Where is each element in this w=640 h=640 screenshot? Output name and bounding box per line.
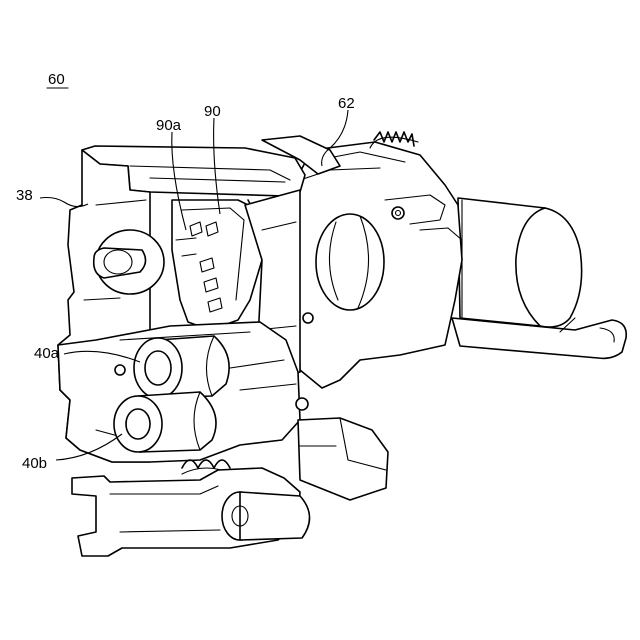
base-plate [72, 468, 310, 556]
label-38: 38 [16, 187, 33, 204]
label-assembly-60: 60 [48, 71, 65, 88]
label-40a: 40a [34, 345, 60, 362]
motor-unit [452, 198, 626, 358]
label-90: 90 [204, 103, 221, 120]
roller-40a [134, 336, 229, 398]
right-bracket [298, 418, 388, 500]
label-40b: 40b [22, 455, 47, 472]
label-90a: 90a [156, 117, 182, 134]
label-62: 62 [338, 95, 355, 112]
housing-plate [298, 142, 462, 388]
roller-40b [114, 392, 216, 452]
